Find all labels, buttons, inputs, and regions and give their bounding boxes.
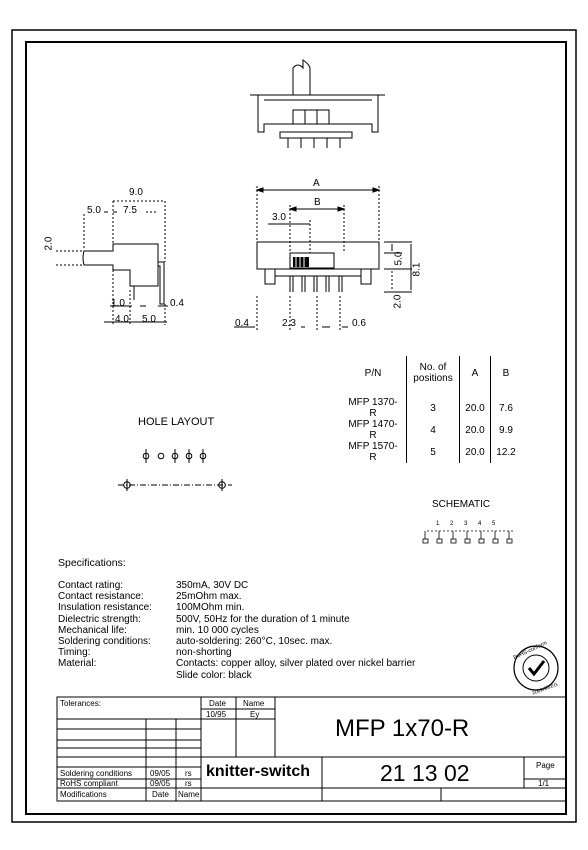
table-row: MFP 1470-R 4 20.0 9.9	[340, 419, 521, 441]
cell-b: 7.6	[490, 397, 521, 419]
spec-label: Contact resistance:	[58, 591, 144, 603]
dim-front-slide: 3.0	[272, 212, 286, 223]
hole-layout-drawing	[118, 449, 232, 491]
date-value: 10/95	[206, 710, 227, 719]
cell-positions: 5	[406, 441, 460, 463]
dim-front-h2: 8.1	[411, 262, 423, 277]
spec-value: 350mA, 30V DC	[176, 580, 249, 591]
page-value: 1/1	[538, 779, 550, 788]
spec-label: Mechanical life:	[58, 624, 127, 636]
schematic-label: SCHEMATIC	[432, 499, 491, 510]
cell-pn: MFP 1470-R	[348, 419, 398, 441]
dim-side-base-left: 4.0	[115, 314, 129, 325]
cell-a: 20.0	[459, 397, 491, 419]
dim-front-pin-w: 0.4	[235, 318, 249, 329]
side-view	[56, 200, 168, 325]
cell-positions: 4	[406, 419, 460, 441]
spec-value: Contacts: copper alloy, silver plated ov…	[176, 658, 416, 670]
spec-label: Timing:	[58, 647, 91, 659]
footer-name: Name	[178, 790, 200, 799]
spec-value: min. 10 000 cycles	[176, 624, 259, 636]
dim-front-pin-len: 2.0	[392, 294, 404, 309]
front-view	[234, 186, 412, 330]
hole-layout-label: HOLE LAYOUT	[138, 416, 215, 428]
history-label: RoHS compliant	[60, 779, 118, 788]
table-header-a: A	[459, 356, 491, 390]
table-header-b: B	[490, 356, 521, 390]
dim-front-b: B	[314, 197, 321, 208]
cell-a: 20.0	[459, 441, 491, 463]
spec-label: Insulation resistance:	[58, 602, 152, 614]
cell-b: 9.9	[490, 419, 521, 441]
dim-side-right: 7.5	[123, 205, 137, 216]
table-header-pn: P/N	[364, 367, 382, 379]
spec-value: 500V, 50Hz for the duration of 1 minute	[176, 613, 350, 625]
top-view	[250, 59, 385, 148]
dim-front-pin-t: 0.6	[352, 318, 366, 329]
table-row: MFP 1570-R 5 20.0 12.2	[340, 441, 521, 463]
schematic-pin-label: 3	[464, 521, 468, 527]
name-value: Ey	[250, 710, 260, 719]
history-label: Soldering conditions	[60, 769, 133, 778]
specifications-title: Specifications:	[58, 557, 126, 569]
rohs-stamp: RoHS-conform 2002/95/EG	[513, 640, 559, 696]
title-block-grid	[56, 696, 567, 802]
spec-label: Dielectric strength:	[58, 613, 141, 625]
history-name: rs	[185, 769, 192, 778]
page-label: Page	[536, 761, 555, 770]
dim-side-pin-width: 0.4	[170, 298, 184, 309]
outer-frame	[11, 29, 577, 823]
cell-b: 12.2	[490, 441, 521, 463]
history-name: rs	[185, 779, 192, 788]
dim-side-base-right: 5.0	[142, 314, 156, 325]
schematic-pin-label: 4	[478, 521, 482, 527]
footer-date: Date	[152, 790, 169, 799]
cell-pn: MFP 1370-R	[348, 397, 398, 419]
schematic-pin-label: 5	[492, 521, 496, 527]
table-row: MFP 1370-R 3 20.0 7.6	[340, 397, 521, 419]
dim-side-pin-offset: 1.0	[111, 298, 125, 309]
spec-label: Soldering conditions:	[58, 636, 151, 648]
dim-side-left: 5.0	[87, 205, 101, 216]
stamp-text: RoHS-conform	[513, 640, 549, 661]
spec-value: 100MOhm min.	[176, 602, 245, 614]
spec-label-list: Contact rating: Contact resistance: Insu…	[58, 580, 152, 670]
name-header: Name	[243, 699, 265, 708]
spec-value-list: 350mA, 30V DC 25mOhm max. 100MOhm min. 5…	[176, 580, 415, 681]
dim-front-a: A	[313, 178, 320, 189]
schematic-pin-label: 2	[450, 521, 454, 527]
dim-front-h1: 5.0	[393, 251, 405, 266]
schematic-pin-label: 1	[436, 521, 440, 527]
part-number-title: MFP 1x70-R	[335, 715, 470, 742]
dim-side-height: 2.0	[43, 236, 55, 251]
spec-value: non-shorting	[176, 647, 232, 659]
cell-a: 20.0	[459, 419, 491, 441]
date-header: Date	[209, 699, 226, 708]
spec-value: auto-soldering: 260°C, 10sec. max.	[176, 636, 333, 648]
footer-modifications: Modifications	[60, 790, 107, 799]
spec-label: Material:	[58, 658, 97, 670]
brand-logo: knitter-switch	[206, 763, 311, 780]
schematic-drawing	[422, 530, 513, 544]
cell-positions: 3	[406, 397, 460, 419]
spec-value: 25mOhm max.	[176, 591, 242, 603]
spec-value: Slide color: black	[176, 669, 252, 681]
stamp-year: 2002/95/EG	[532, 682, 559, 697]
dim-side-overall: 9.0	[129, 187, 143, 198]
history-date: 09/05	[150, 769, 171, 778]
inner-frame	[25, 41, 567, 815]
dim-front-pitch: 2.3	[282, 318, 296, 329]
tolerances-label: Tolerances:	[60, 699, 101, 708]
spec-label: Contact rating:	[58, 580, 124, 591]
history-date: 09/05	[150, 779, 171, 788]
cell-pn: MFP 1570-R	[348, 441, 398, 463]
document-number: 21 13 02	[380, 760, 470, 786]
